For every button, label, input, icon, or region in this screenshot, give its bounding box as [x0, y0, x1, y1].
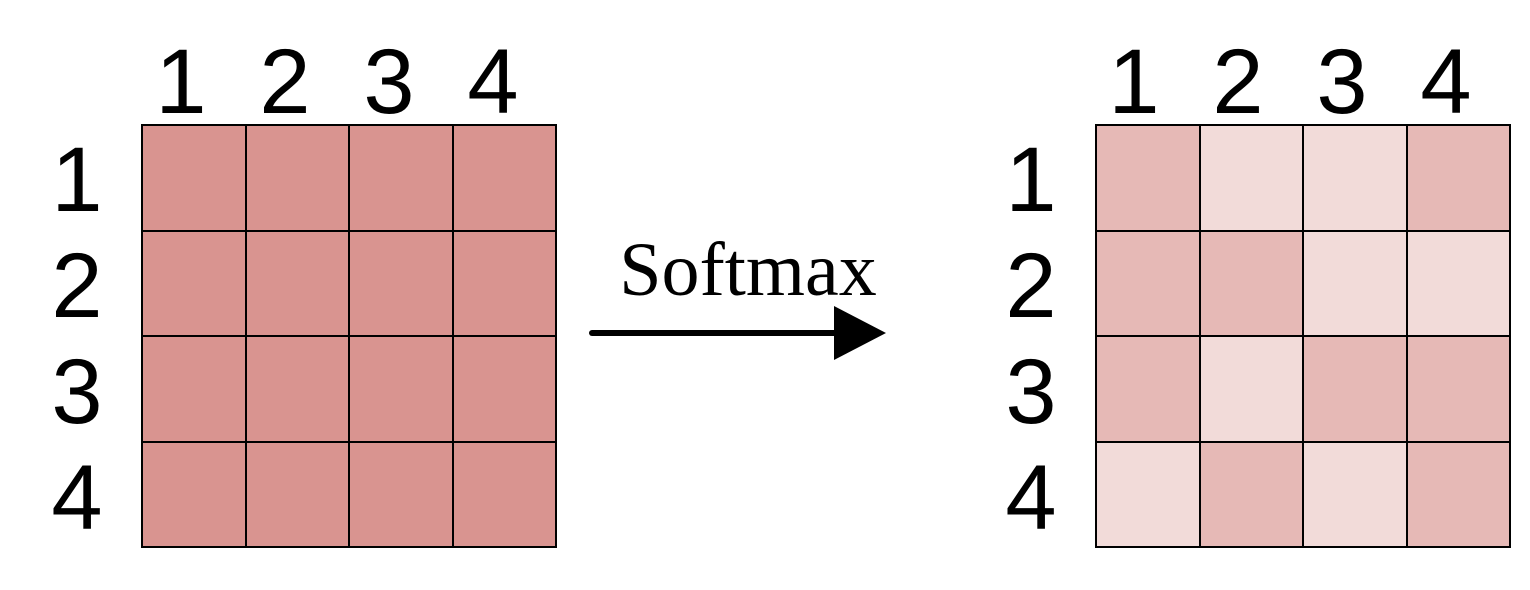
left-matrix-cell-r2-c1	[142, 230, 246, 336]
right-matrix-cell-r2-c1	[1096, 230, 1200, 336]
right-matrix-cell-r2-c4	[1406, 230, 1510, 336]
left-matrix-cell-r4-c2	[245, 441, 349, 547]
left-row-label-4: 4	[51, 447, 103, 549]
left-matrix-cell-r2-c2	[245, 230, 349, 336]
right-col-label-4: 4	[1420, 31, 1472, 133]
left-col-label-1: 1	[155, 31, 207, 133]
right-matrix-cell-r3-c1	[1096, 336, 1200, 442]
right-arrow-icon	[589, 306, 886, 360]
left-row-label-3: 3	[51, 341, 103, 443]
right-row-label-3: 3	[1005, 341, 1057, 443]
left-col-label-4: 4	[467, 31, 519, 133]
left-matrix-cell-r1-c3	[349, 125, 453, 231]
right-matrix-cell-r3-c4	[1406, 336, 1510, 442]
left-matrix-cell-r4-c4	[452, 441, 556, 547]
right-row-label-4: 4	[1005, 447, 1057, 549]
right-matrix-grid	[1095, 124, 1511, 548]
right-matrix-cell-r1-c4	[1406, 125, 1510, 231]
right-col-label-2: 2	[1212, 31, 1264, 133]
left-matrix-cell-r2-c4	[452, 230, 556, 336]
right-matrix-cell-r4-c3	[1303, 441, 1407, 547]
right-matrix-cell-r3-c2	[1199, 336, 1303, 442]
softmax-label: Softmax	[619, 228, 877, 312]
left-col-label-3: 3	[363, 31, 415, 133]
left-row-label-1: 1	[51, 129, 103, 231]
left-matrix-cell-r2-c3	[349, 230, 453, 336]
right-matrix-cell-r1-c3	[1303, 125, 1407, 231]
left-matrix-cell-r1-c1	[142, 125, 246, 231]
right-matrix-cell-r2-c3	[1303, 230, 1407, 336]
right-matrix-cell-r1-c1	[1096, 125, 1200, 231]
right-matrix-cell-r4-c4	[1406, 441, 1510, 547]
left-row-label-2: 2	[51, 235, 103, 337]
left-matrix-cell-r3-c3	[349, 336, 453, 442]
left-matrix-grid	[141, 124, 557, 548]
right-matrix-cell-r1-c2	[1199, 125, 1303, 231]
right-row-label-2: 2	[1005, 235, 1057, 337]
right-matrix-cell-r2-c2	[1199, 230, 1303, 336]
left-col-label-2: 2	[259, 31, 311, 133]
right-matrix-cell-r4-c2	[1199, 441, 1303, 547]
right-row-label-1: 1	[1005, 129, 1057, 231]
right-matrix-cell-r4-c1	[1096, 441, 1200, 547]
arrow-head	[834, 306, 886, 360]
right-col-label-3: 3	[1316, 31, 1368, 133]
left-matrix-cell-r4-c3	[349, 441, 453, 547]
left-matrix-cell-r1-c2	[245, 125, 349, 231]
left-matrix-cell-r3-c1	[142, 336, 246, 442]
left-matrix-cell-r3-c2	[245, 336, 349, 442]
left-matrix-cell-r3-c4	[452, 336, 556, 442]
left-matrix-cell-r4-c1	[142, 441, 246, 547]
left-matrix-cell-r1-c4	[452, 125, 556, 231]
right-col-label-1: 1	[1108, 31, 1160, 133]
right-matrix-cell-r3-c3	[1303, 336, 1407, 442]
